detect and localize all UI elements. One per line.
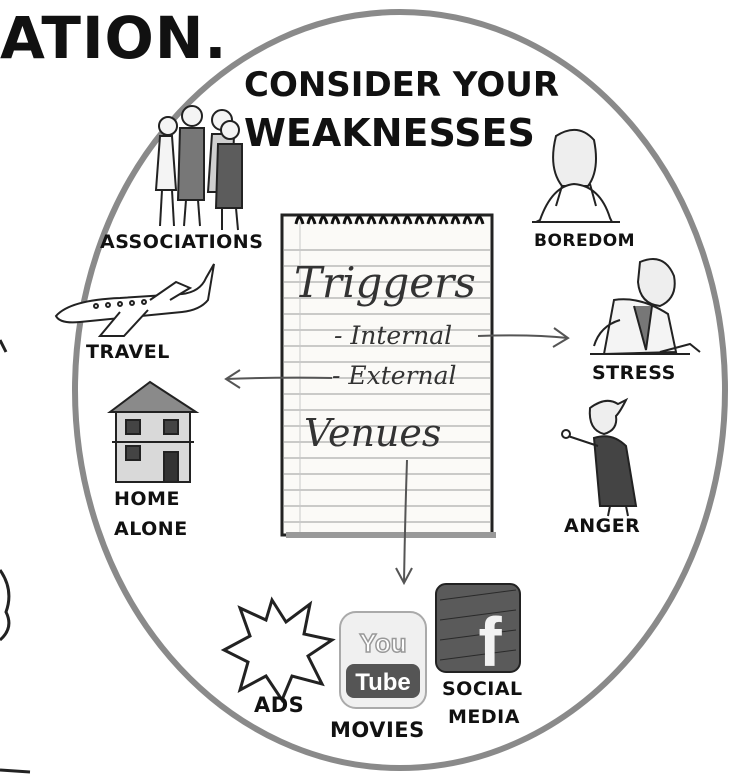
label-home-alone-line-2: ALONE [114, 518, 188, 540]
notepad-title: Triggers [294, 258, 476, 307]
label-social-media-line-1: SOCIAL [442, 678, 523, 700]
label-boredom: BOREDOM [534, 231, 636, 251]
notepad [280, 213, 496, 538]
airplane-illustration [54, 263, 215, 337]
ads-starburst-icon [220, 596, 336, 704]
label-movies: MOVIES [330, 718, 425, 742]
youtube-logo-bottom-text: Tube [355, 669, 411, 696]
boredom-person-illustration [532, 129, 620, 223]
associations-people-illustration [154, 105, 243, 231]
arrow-down-to-venues [395, 459, 413, 586]
label-ads: ADS [254, 693, 305, 717]
partial-title: ATION. [0, 4, 228, 72]
spiral-binding [294, 215, 485, 225]
house-illustration [107, 380, 200, 483]
label-social-media-line-2: MEDIA [448, 706, 520, 728]
youtube-logo-top-text: You [359, 628, 406, 658]
arrow-right-to-stress [477, 327, 570, 348]
frame-circle [72, 9, 728, 771]
facebook-logo-letter: f [478, 603, 502, 681]
label-home-alone-line-1: HOME [114, 488, 180, 510]
label-stress: STRESS [592, 362, 676, 384]
youtube-logo-icon: You Tube [339, 611, 427, 709]
label-associations: ASSOCIATIONS [100, 231, 264, 253]
label-anger: ANGER [564, 515, 641, 537]
notepad-item-external: - External [332, 361, 457, 390]
anger-person-illustration [561, 397, 638, 517]
heading-line-2: WEAKNESSES [244, 111, 535, 155]
label-travel: TRAVEL [86, 341, 170, 363]
notepad-subtitle: Venues [304, 411, 442, 455]
stress-person-illustration [590, 258, 701, 356]
edge-fragment-figure [0, 339, 31, 774]
heading-line-1: CONSIDER YOUR [244, 65, 560, 105]
arrow-left-to-home [224, 369, 333, 389]
facebook-logo-icon: f [435, 583, 521, 681]
notepad-item-internal: - Internal [334, 321, 453, 350]
